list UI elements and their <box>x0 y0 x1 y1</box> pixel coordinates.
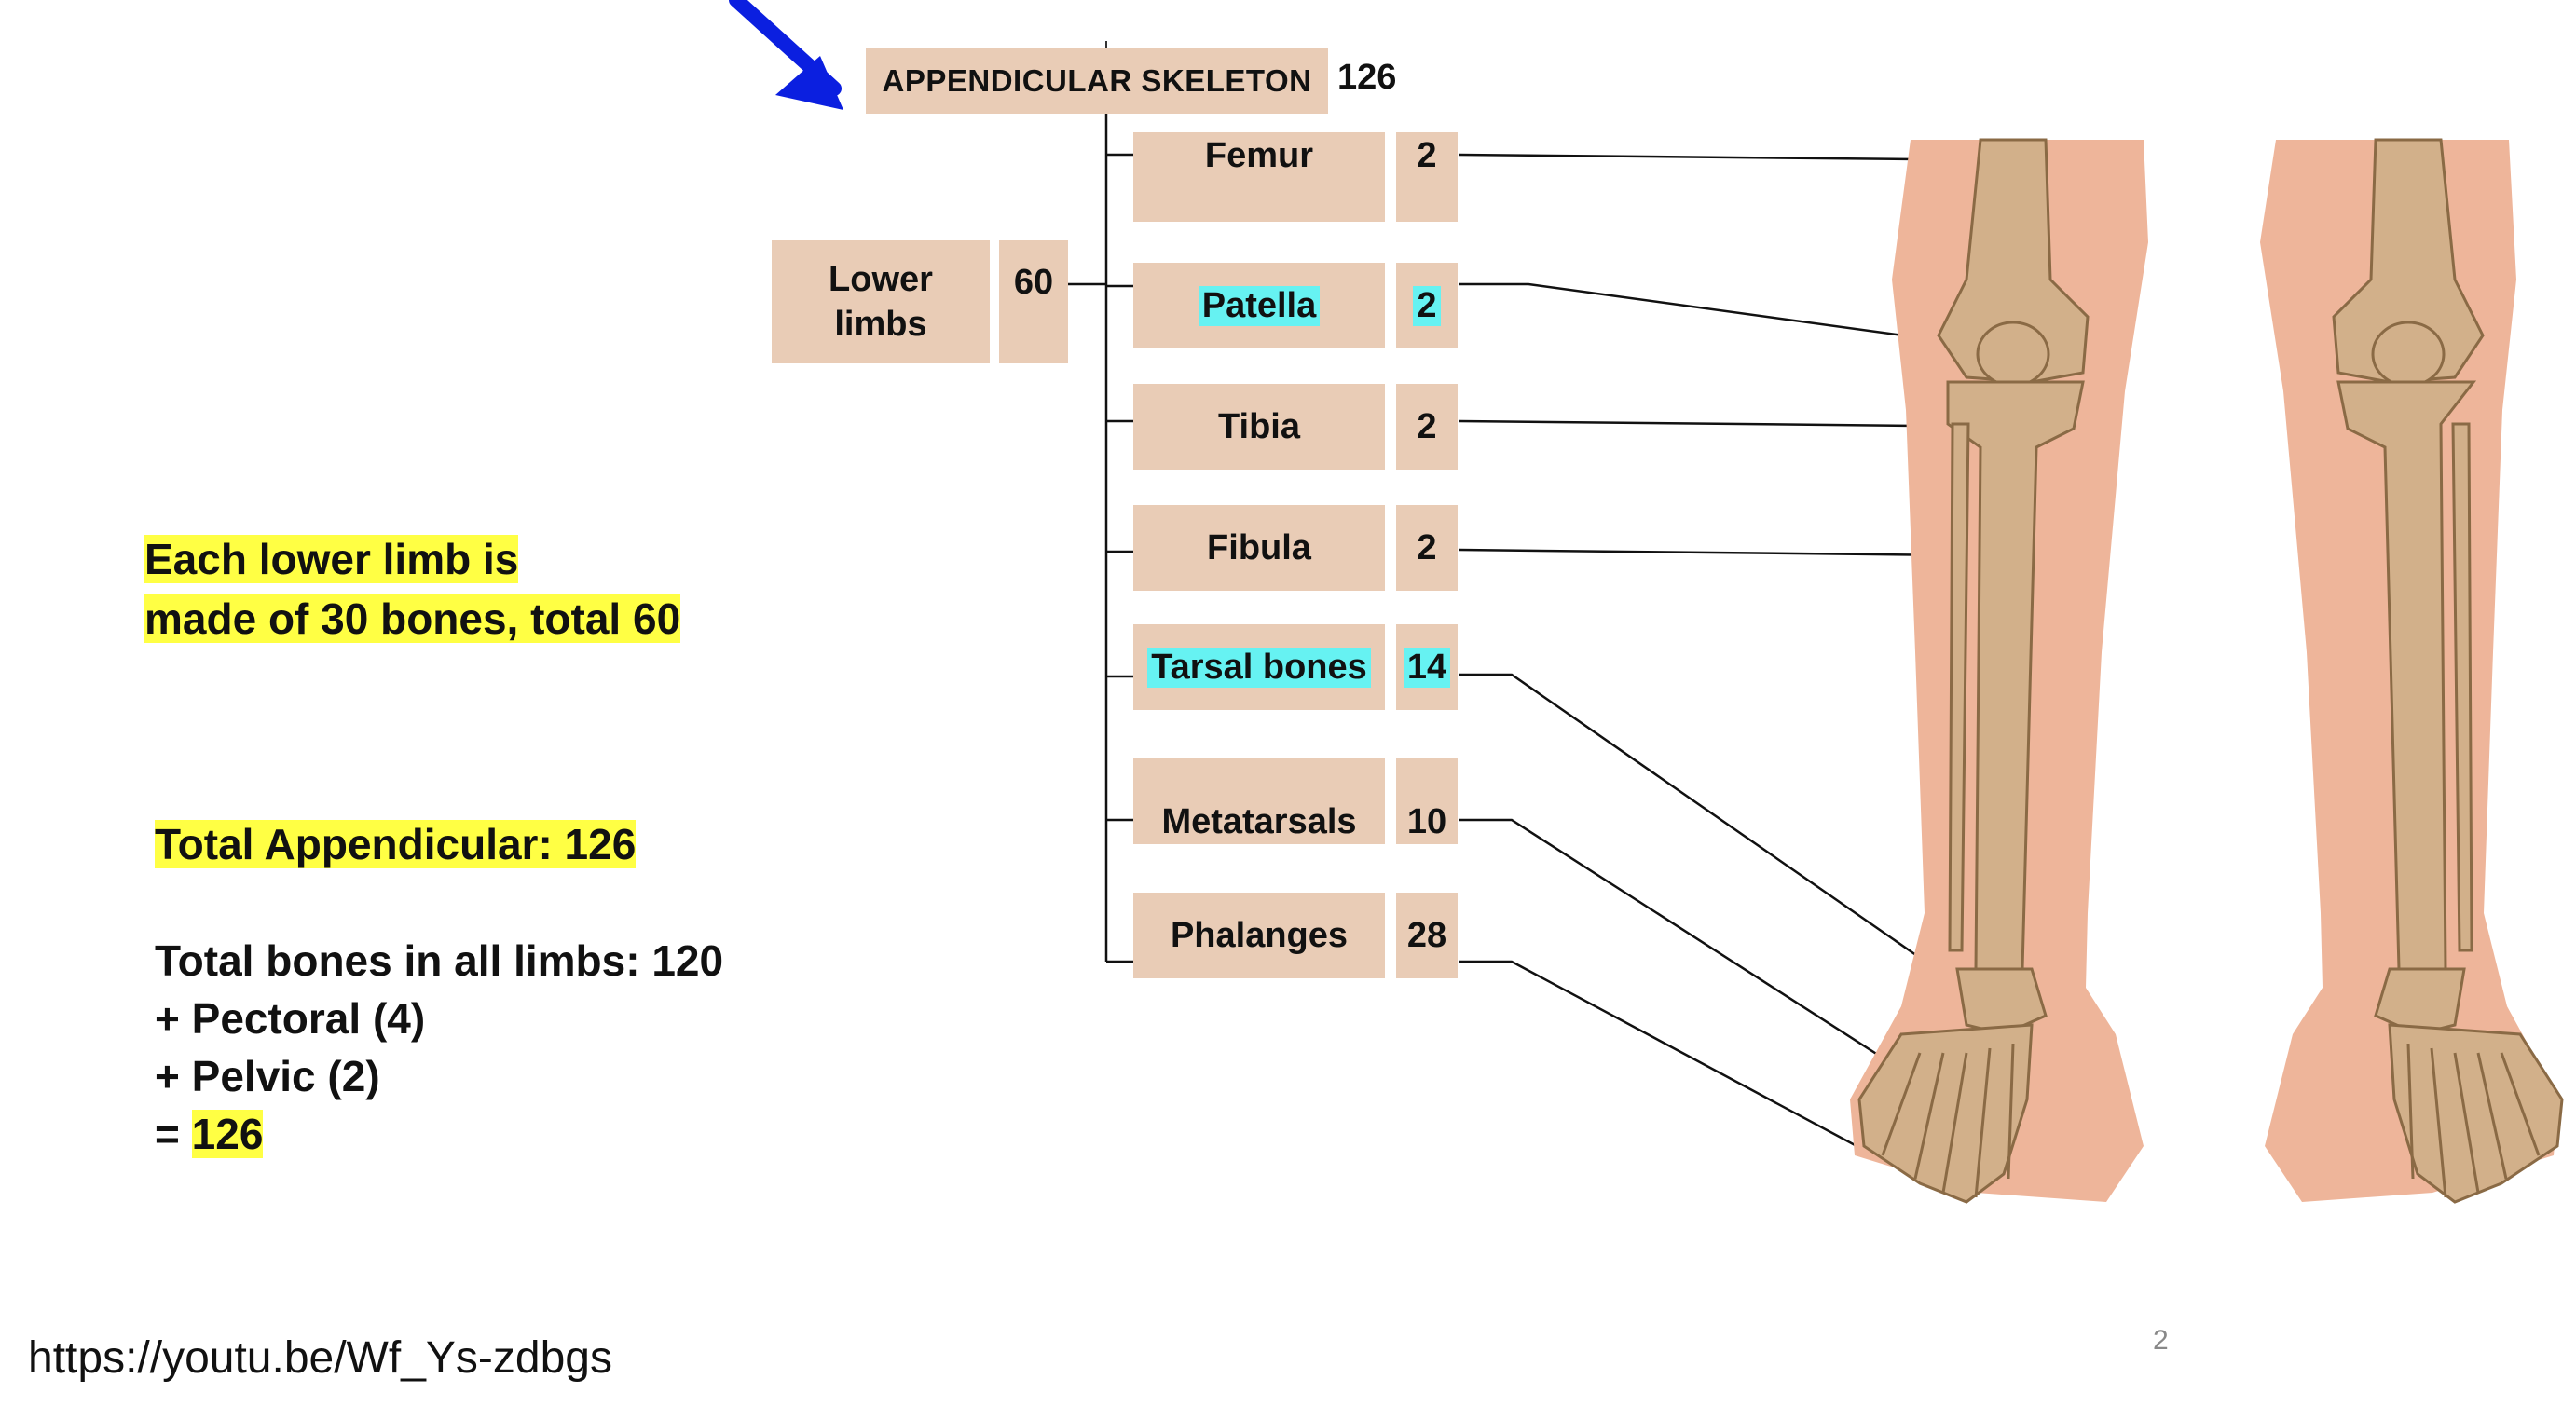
lower-limbs-line1: Lower <box>829 260 933 299</box>
bone-count-metatarsals: 10 <box>1406 802 1447 841</box>
pelvic-line: + Pelvic (2) <box>155 1052 380 1100</box>
bone-name-box-fibula: Fibula <box>1133 505 1385 591</box>
bone-count-femur: 2 <box>1417 136 1437 175</box>
bone-name-box-tarsal: Tarsal bones <box>1133 624 1385 710</box>
bone-name-tarsal: Tarsal bones <box>1147 647 1371 688</box>
video-link[interactable]: https://youtu.be/Wf_Ys-zdbgs <box>28 1333 612 1383</box>
bone-name-box-tibia: Tibia <box>1133 384 1385 470</box>
lower-limbs-count-box: 60 <box>999 240 1068 363</box>
bone-count-box-fibula: 2 <box>1396 505 1458 591</box>
total-appendicular-text: Total Appendicular: 126 <box>155 820 637 868</box>
bone-name-femur: Femur <box>1204 136 1314 175</box>
pectoral-line: + Pectoral (4) <box>155 994 426 1043</box>
bone-count-box-tarsal: 14 <box>1396 624 1458 710</box>
bone-count-fibula: 2 <box>1417 527 1437 567</box>
page-number: 2 <box>2153 1325 2169 1356</box>
bone-count-patella: 2 <box>1413 285 1441 326</box>
bone-bracket <box>1068 151 1133 963</box>
equals-value: 126 <box>191 1110 264 1158</box>
header-title-text: APPENDICULAR SKELETON <box>882 63 1312 98</box>
bone-name-fibula: Fibula <box>1207 527 1311 567</box>
bone-name-box-metatarsals: Metatarsals <box>1133 758 1385 844</box>
bone-name-metatarsals: Metatarsals <box>1161 802 1357 841</box>
total-limbs-line: Total bones in all limbs: 120 <box>155 936 724 985</box>
bone-count-box-tibia: 2 <box>1396 384 1458 470</box>
bone-name-phalanges: Phalanges <box>1170 915 1349 955</box>
bone-count-phalanges: 28 <box>1406 915 1447 955</box>
lower-limbs-count: 60 <box>1013 263 1054 302</box>
bone-count-box-patella: 2 <box>1396 263 1458 348</box>
bone-count-box-metatarsals: 10 <box>1396 758 1458 844</box>
bone-count-tibia: 2 <box>1417 406 1437 446</box>
leg-skeleton-illustration <box>1850 138 2564 1204</box>
lower-limbs-box: Lower limbs <box>772 240 990 363</box>
bone-name-box-femur: Femur <box>1133 132 1385 222</box>
total-appendicular-note: Total Appendicular: 126 <box>155 814 637 874</box>
bone-name-tibia: Tibia <box>1218 406 1300 446</box>
each-limb-line2: made of 30 bones, total 60 <box>144 594 681 643</box>
bone-name-box-phalanges: Phalanges <box>1133 893 1385 978</box>
bone-name-box-patella: Patella <box>1133 263 1385 348</box>
bone-count-tarsal: 14 <box>1403 647 1451 688</box>
blue-arrow-icon <box>729 0 843 110</box>
total-calculation: Total bones in all limbs: 120 + Pectoral… <box>155 932 723 1163</box>
each-limb-line1: Each lower limb is <box>144 535 519 583</box>
bone-count-box-phalanges: 28 <box>1396 893 1458 978</box>
bone-name-patella: Patella <box>1198 285 1321 326</box>
each-limb-note: Each lower limb is made of 30 bones, tot… <box>144 529 681 649</box>
lower-limbs-line2: limbs <box>834 305 927 344</box>
appendicular-skeleton-count: 126 <box>1337 58 1397 97</box>
equals-prefix: = <box>155 1110 192 1158</box>
equals-line: = 126 <box>155 1105 723 1163</box>
appendicular-skeleton-title: APPENDICULAR SKELETON <box>866 48 1328 114</box>
bone-count-box-femur: 2 <box>1396 132 1458 222</box>
